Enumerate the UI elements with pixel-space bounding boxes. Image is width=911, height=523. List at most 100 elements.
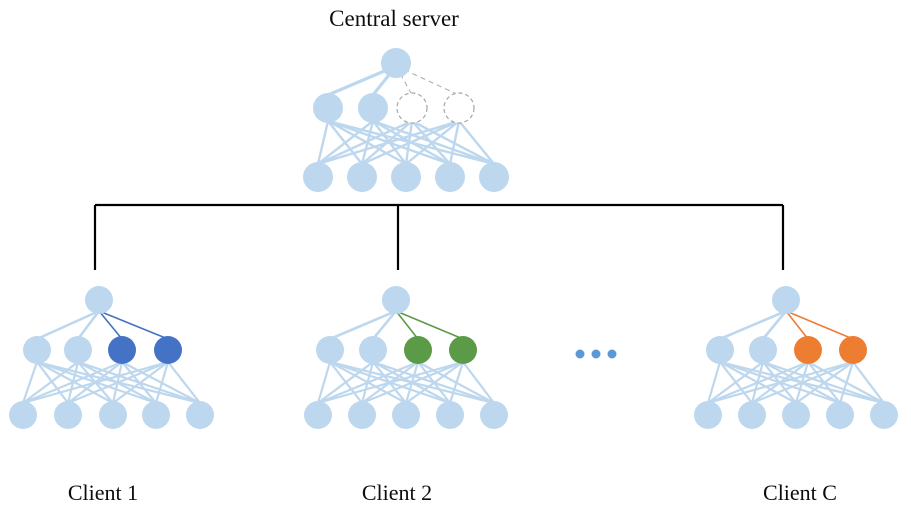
client-1-edge (76, 310, 101, 340)
client-2-network (304, 286, 508, 429)
client-2-input-node (348, 401, 376, 429)
client-2-accent-edge (395, 310, 464, 340)
server-node (313, 93, 343, 123)
client-c-edge (751, 360, 854, 405)
client-c-edge (852, 361, 885, 404)
client-2-edge (361, 360, 464, 405)
server-node (435, 162, 465, 192)
server-edge (448, 120, 461, 165)
client-1-nodes (9, 286, 214, 429)
client-1-accent-edge (98, 310, 169, 340)
server-edge (317, 119, 413, 166)
server-edge (411, 119, 495, 166)
server-edge (395, 65, 413, 96)
client-c-accent-edge (785, 310, 809, 340)
client-c-input-node (694, 401, 722, 429)
client-2-edge (462, 361, 495, 404)
client-c-input-node (782, 401, 810, 429)
server-node (479, 162, 509, 192)
client-2-input-node (480, 401, 508, 429)
client-1-edge (22, 360, 169, 405)
client-1-hidden-node (23, 336, 51, 364)
client-2-edge (405, 361, 464, 404)
server-edges (316, 64, 495, 166)
client-2-input-node (436, 401, 464, 429)
ellipsis-dot-3 (607, 349, 617, 359)
client-c-edge (707, 361, 764, 404)
server-edge (405, 120, 460, 165)
server-edge (458, 120, 495, 165)
client-c-edge (707, 360, 854, 405)
client-c-input-node (870, 401, 898, 429)
client-c-edge (761, 310, 788, 340)
server-node (391, 162, 421, 192)
client-2-label: Client 2 (362, 480, 432, 505)
client-2-nodes (304, 286, 508, 429)
client-2-edges (316, 309, 495, 405)
client-2-input-node (392, 401, 420, 429)
client-2-highlight-node (404, 336, 432, 364)
client-c-output-node (772, 286, 800, 314)
client-1-edge (154, 361, 170, 404)
client-2-hidden-node (316, 336, 344, 364)
client-2-accent-edge (395, 310, 419, 340)
client-c-edge (838, 361, 855, 404)
client-c-highlight-node (794, 336, 822, 364)
client-2-edge (448, 361, 465, 404)
server-edge (317, 119, 460, 166)
client-1-edge (22, 360, 123, 405)
page-title: Central server (329, 6, 459, 31)
server-node (347, 162, 377, 192)
server-group: Central server (303, 6, 509, 192)
client-2-edge (317, 360, 419, 405)
more-clients-ellipsis (575, 349, 617, 359)
server-node-inactive (396, 92, 428, 124)
ellipsis-dot-2 (591, 349, 601, 359)
client-1-input-node (9, 401, 37, 429)
client-c-label: Client C (763, 480, 837, 505)
client-1-edge (36, 361, 69, 404)
server-edge (317, 120, 374, 165)
client-1-input-node (186, 401, 214, 429)
server-edge (361, 119, 460, 166)
client-1-edge (21, 361, 39, 404)
client-1-accent-edge (98, 310, 123, 340)
client-2-edge (329, 309, 397, 341)
client-c-edge (706, 361, 722, 404)
client-c-highlight-node (839, 336, 867, 364)
client-1-edge (167, 361, 201, 404)
client-1-edge (67, 360, 169, 405)
client-2-highlight-node (449, 336, 477, 364)
client-1-edge (112, 361, 169, 404)
server-node (303, 162, 333, 192)
ellipsis-dot-1 (575, 349, 585, 359)
client-1-network (9, 286, 214, 429)
clients-group (9, 286, 898, 429)
client-1-input-node (142, 401, 170, 429)
client-1-hidden-node (64, 336, 92, 364)
client-1-edge (22, 361, 79, 404)
server-to-clients-connector (93, 203, 785, 270)
client-c-edge (719, 309, 787, 341)
client-c-edge (707, 360, 809, 405)
client-1-input-node (99, 401, 127, 429)
server-nodes (303, 48, 509, 192)
client-1-edges (21, 309, 201, 405)
server-edge (316, 120, 330, 165)
client-2-edge (317, 361, 374, 404)
client-c-nodes (694, 286, 898, 429)
client-2-output-node (382, 286, 410, 314)
client-1-highlight-node (154, 336, 182, 364)
client-2-edge (317, 360, 464, 405)
server-node (381, 48, 411, 78)
client-c-hidden-node (706, 336, 734, 364)
client-2-hidden-node (359, 336, 387, 364)
client-1-highlight-node (108, 336, 136, 364)
client-c-input-node (738, 401, 766, 429)
client-2-edge (316, 361, 332, 404)
client-c-accent-edge (785, 310, 854, 340)
client-c-edges (706, 309, 885, 405)
